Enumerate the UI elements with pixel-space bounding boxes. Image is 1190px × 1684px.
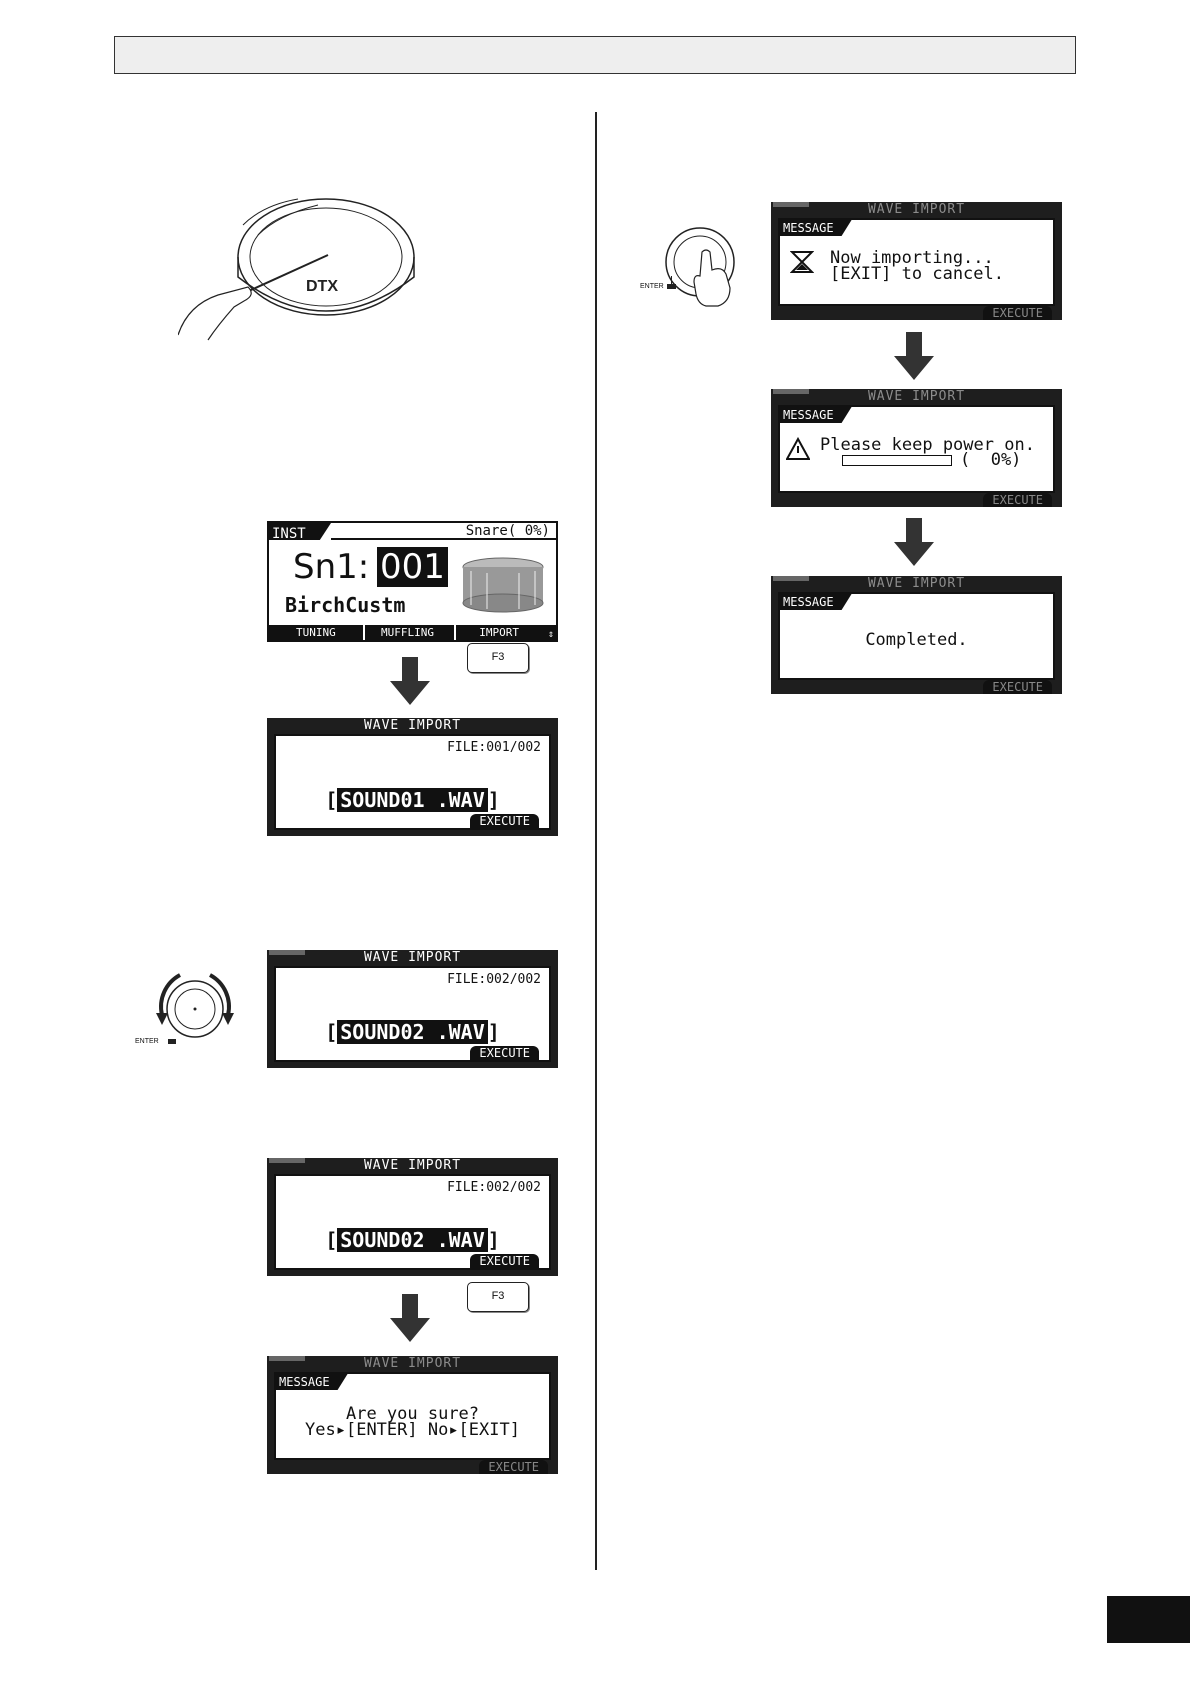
screen-title: WAVE IMPORT [363,950,462,965]
keep-power-line1: Please keep power on. [820,435,1035,455]
pad-logo: DTX [306,278,338,295]
file-name: SOUND02 .WAV [337,1020,488,1044]
message-tag: MESSAGE [780,220,852,236]
completed-text: Completed. [865,630,968,650]
data-dial-icon[interactable] [140,965,250,1047]
arrow-down-icon [390,1294,430,1342]
keep-power-screen: WAVE IMPORT MESSAGE Please keep power on… [771,389,1062,507]
arrow-down-icon [390,657,430,705]
enter-button-press-icon[interactable] [660,222,750,308]
file-name: SOUND01 .WAV [337,788,488,812]
file-counter: FILE:002/002 [447,972,541,987]
inst-prefix: Sn1: [293,547,370,587]
column-divider [595,112,597,1570]
arrow-down-icon [894,332,934,380]
progress-percent: ( 0%) [960,450,1022,470]
execute-button: EXECUTE [983,680,1052,694]
drum-pad-illustration: DTX [178,198,415,341]
wave-import-screen-file2: WAVE IMPORT FILE:002/002 [SOUND02 .WAV] … [267,950,558,1068]
wave-import-screen-file2-selected: WAVE IMPORT FILE:002/002 [SOUND02 .WAV] … [267,1158,558,1276]
progress-bar [842,455,952,466]
message-tag: MESSAGE [276,1374,348,1390]
message-tag: MESSAGE [780,594,852,610]
file-name-field[interactable]: [SOUND02 .WAV] [325,1020,500,1044]
screen-title: WAVE IMPORT [867,389,966,404]
f3-button[interactable]: F3 [467,1282,529,1312]
screen-title: WAVE IMPORT [363,1158,462,1173]
inst-name: BirchCustm [285,593,406,617]
screen-title: WAVE IMPORT [867,576,966,591]
inst-tab-label: INST [272,526,306,542]
confirm-screen: WAVE IMPORT MESSAGE Are you sure? Yes▸[E… [267,1356,558,1474]
arrow-down-icon [894,518,934,566]
screen-title: WAVE IMPORT [363,1356,462,1371]
enter-label: ENTER [135,1038,159,1045]
scroll-icon: ⇕ [547,629,554,640]
file-name-field[interactable]: [SOUND02 .WAV] [325,1228,500,1252]
hourglass-icon [790,251,814,273]
enter-label: ENTER [640,283,664,290]
tab-import[interactable]: IMPORT [454,625,543,640]
file-name-field[interactable]: [SOUND01 .WAV] [325,788,500,812]
message-tag: MESSAGE [780,407,852,423]
inst-number[interactable]: 001 [377,547,448,587]
file-name: SOUND02 .WAV [337,1228,488,1252]
warning-icon [786,437,810,460]
confirm-line1: Are you sure? [345,1404,480,1424]
snare-drum-image [462,557,544,613]
enter-icon [667,276,676,289]
importing-line2: [EXIT] to cancel. [830,264,1004,284]
execute-button: EXECUTE [479,1460,548,1474]
file-counter: FILE:002/002 [447,1180,541,1195]
file-counter: FILE:001/002 [447,740,541,755]
execute-button[interactable]: EXECUTE [470,1046,539,1060]
inst-screen: INST Snare( 0%) Sn1: 001 BirchCustm TUNI… [267,521,558,642]
page-header-bar [114,36,1076,74]
screen-title: WAVE IMPORT [363,718,462,733]
inst-tab: INST [269,523,331,540]
screen-title: WAVE IMPORT [867,202,966,217]
execute-button: EXECUTE [983,493,1052,507]
execute-button: EXECUTE [983,306,1052,320]
f3-button[interactable]: F3 [467,643,529,673]
importing-screen: WAVE IMPORT MESSAGE Now importing... [EX… [771,202,1062,320]
completed-screen: WAVE IMPORT MESSAGE Completed. EXECUTE [771,576,1062,694]
execute-button[interactable]: EXECUTE [470,1254,539,1268]
confirm-line2: Yes▸[ENTER] No▸[EXIT] [305,1420,520,1440]
tab-tuning[interactable]: TUNING [273,625,359,640]
tab-muffling[interactable]: MUFFLING [362,625,451,640]
voice-label: Snare( 0%) [465,523,550,539]
page-number-tab [1107,1596,1190,1643]
execute-button[interactable]: EXECUTE [470,814,539,828]
wave-import-screen-file1: WAVE IMPORT FILE:001/002 [SOUND01 .WAV] … [267,718,558,836]
function-bar: TUNING MUFFLING IMPORT [269,625,556,640]
importing-line1: Now importing... [830,248,994,268]
